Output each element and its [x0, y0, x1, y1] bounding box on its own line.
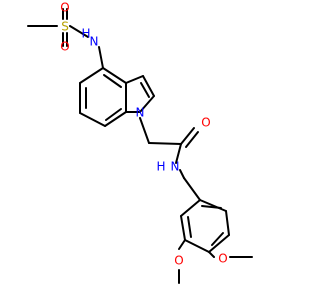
bond-nitrogen-ch2: [179, 169, 185, 179]
molecule-structure: S O O N H N O N H O O: [27, 1, 253, 284]
bond-ring-a3: [79, 112, 106, 127]
bond-ring-c4: [208, 234, 230, 253]
indole-nitrogen: N: [136, 106, 145, 120]
bond-ring-b3: [139, 95, 155, 113]
bond-ring-methoxy-left: [178, 239, 186, 250]
atom-labels: S O O N H N O N H O O: [60, 1, 227, 268]
bond-carbonyl-oxygen-double: [185, 131, 199, 148]
bond-carbonyl-nitrogen: [175, 143, 182, 164]
bond-carbonyl-oxygen: [180, 127, 195, 145]
bond-ring-c-inner-3: [201, 205, 222, 209]
bond-ch2-benzyl: [183, 177, 201, 201]
bond-sulfur-nitrogen: [69, 25, 89, 38]
bond-ring-a1: [79, 67, 104, 84]
molecule-canvas: S O O N H N O N H O O: [27, 0, 253, 284]
bond-ring-b2: [142, 75, 155, 97]
bond-ring-c6: [199, 199, 227, 212]
sulfur-atom: S: [61, 20, 69, 34]
sulfonamide-hydrogen: H: [81, 27, 90, 41]
methoxy-oxygen-left: O: [174, 254, 183, 268]
bond-ring-c-inner-2: [211, 232, 224, 246]
bond-ring-a-inner-3: [103, 74, 122, 88]
methoxy-oxygen-right: O: [218, 252, 227, 266]
amide-nitrogen: N: [171, 160, 180, 174]
amide-hydrogen: H: [156, 160, 165, 174]
oxygen-atom-top: O: [60, 1, 69, 15]
bond-ring-c5: [225, 210, 230, 236]
bond-ring-c1: [180, 199, 201, 217]
bonds: [27, 8, 253, 284]
bond-ring-c-inner-1: [187, 216, 192, 238]
bond-ring-c3: [184, 239, 210, 253]
sulfonamide-nitrogen: N: [90, 35, 99, 49]
bond-ring-a-inner-2: [105, 108, 122, 121]
bond-ring-a4: [104, 111, 127, 127]
bond-ch2-carbonyl: [148, 142, 182, 145]
carbonyl-oxygen: O: [201, 116, 210, 130]
bond-ring-a6: [102, 67, 127, 84]
bond-ring-b1: [125, 75, 144, 84]
oxygen-atom-bottom: O: [60, 40, 69, 54]
bond-ring-c2: [180, 215, 186, 241]
bond-ring-methoxy-right: [208, 251, 215, 258]
bond-indole-ch2: [139, 117, 150, 144]
bond-nitrogen-indole: [98, 46, 104, 69]
bond-ring-b2-double: [140, 82, 150, 98]
